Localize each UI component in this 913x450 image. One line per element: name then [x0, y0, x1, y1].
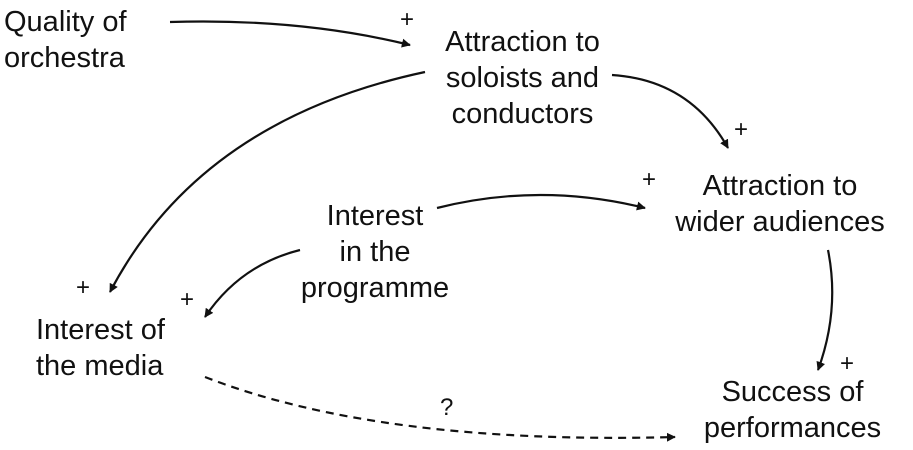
- node-attraction-to-soloists: Attraction to soloists and conductors: [410, 24, 635, 132]
- node-attraction-to-wider-audiences: Attraction to wider audiences: [655, 168, 905, 240]
- polarity-media-to-success: ?: [440, 394, 454, 421]
- link-media-to-success-dashed: [204, 375, 676, 442]
- link-quality-to-soloists: [169, 20, 411, 48]
- node-line: Interest of: [36, 314, 165, 346]
- node-quality-of-orchestra: Quality of orchestra: [4, 4, 127, 76]
- node-line: orchestra: [4, 42, 125, 74]
- polarity-programme-to-audiences: +: [642, 166, 657, 193]
- node-line: Attraction to: [702, 170, 858, 202]
- node-line: Interest: [326, 200, 424, 232]
- node-success-of-performances: Success of performances: [680, 374, 905, 446]
- link-soloists-to-audiences: [611, 73, 729, 149]
- node-line: Quality of: [4, 6, 127, 38]
- node-line: performances: [703, 412, 882, 444]
- node-interest-in-programme: Interest in the programme: [290, 198, 460, 306]
- node-line: in the: [339, 236, 411, 268]
- link-audiences-to-success: [816, 249, 834, 371]
- link-programme-to-media: [204, 248, 301, 318]
- polarity-audiences-to-success: +: [840, 350, 855, 377]
- link-soloists-to-media: [109, 70, 426, 293]
- node-line: Success of: [721, 376, 864, 408]
- node-line: soloists and: [445, 62, 600, 94]
- polarity-soloists-to-media: +: [76, 274, 91, 301]
- node-interest-of-media: Interest of the media: [36, 312, 165, 384]
- polarity-programme-to-media: +: [180, 286, 195, 313]
- node-line: Attraction to: [445, 26, 600, 58]
- polarity-quality-to-soloists: +: [400, 6, 415, 33]
- polarity-soloists-to-audiences: +: [734, 116, 749, 143]
- link-programme-to-audiences: [436, 193, 646, 211]
- node-line: the media: [36, 350, 164, 382]
- node-line: programme: [300, 272, 450, 304]
- node-line: wider audiences: [675, 206, 885, 238]
- node-line: conductors: [451, 98, 594, 130]
